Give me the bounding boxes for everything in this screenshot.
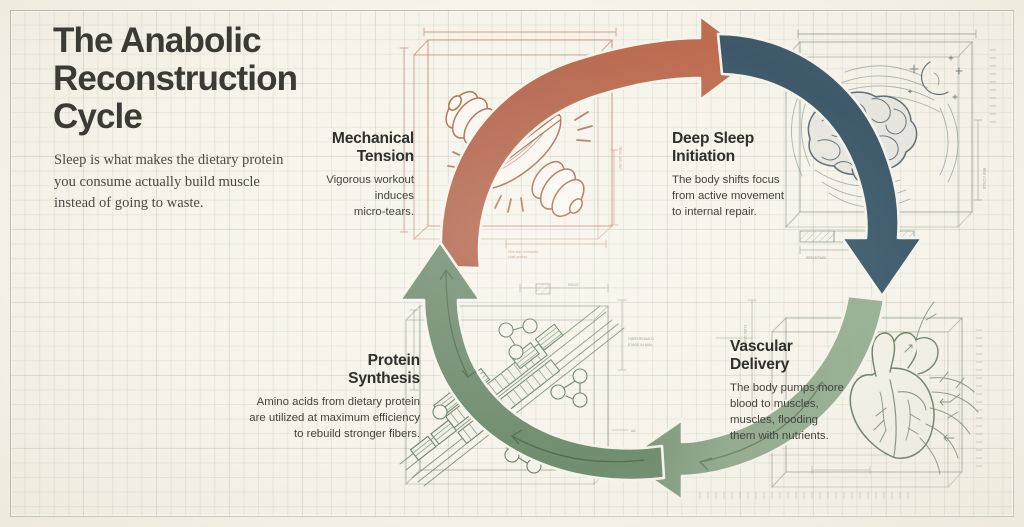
stage-body-line-2: blood to muscles, [730,397,819,410]
title-line-3: Cycle [53,97,143,137]
svg-text:STAGE 04 MAX: STAGE 04 MAX [628,343,653,347]
svg-text:AA: AA [631,429,636,433]
stage-body: Amino acids from dietary protein are uti… [214,394,420,443]
stage-body-line-1: Vigorous workout [326,173,414,186]
page-subtitle: Sleep is what makes the dietary protein … [54,152,284,212]
title-line-1: The Anabolic [53,21,262,60]
stage-heading-line-1: Deep Sleep [672,130,755,147]
svg-text:RIBOS: RIBOS [568,283,579,287]
stage-heading-line-1: Mechanical [331,130,414,147]
stage-heading-line-2: Tension [356,147,414,165]
stage-label-deep-sleep-initiation: Deep Sleep Initiation The body shifts fo… [672,130,854,220]
stage-heading: Vascular Delivery [730,338,916,374]
stage-heading-line-1: Protein [367,352,421,369]
stage-heading: Protein Synthesis [214,352,420,388]
stage-heading: Mechanical Tension [238,130,414,166]
svg-text:REM INTAKE: REM INTAKE [806,256,827,260]
svg-text:REM 4 CYCLE: REM 4 CYCLE [982,168,986,189]
stage-heading-line-1: Vascular [730,338,793,355]
svg-text:fibre tear contracted: fibre tear contracted [508,250,538,254]
stage-body-line-1: Amino acids from dietary protein [256,395,420,408]
stage-body: The body pumps more blood to muscles, mu… [730,380,916,445]
stage-body: The body shifts focus from active moveme… [672,172,854,221]
stage-body-line-3: to internal repair. [672,206,757,219]
poster-border [10,10,1014,517]
stage-label-protein-synthesis: Protein Synthesis Amino acids from dieta… [214,352,420,442]
cycle-arrow-protein-synthesis [398,240,666,482]
stage-body: Vigorous workout induces micro-tears. [238,172,414,221]
stage-label-mechanical-tension: Mechanical Tension Vigorous workout indu… [238,130,414,220]
page-title: The Anabolic Reconstruction Cycle [53,21,353,137]
stage-body-line-2: are utilized at maximum efficiency [249,411,420,424]
stage-body-line-3: to rebuild stronger fibers. [294,428,420,441]
stage-label-vascular-delivery: Vascular Delivery The body pumps more bl… [730,338,916,445]
stage-body-line-4: them with nutrients. [730,430,829,443]
svg-text:TENS. 180 UNIT: TENS. 180 UNIT [618,146,622,170]
svg-text:FLOW 120/80: FLOW 120/80 [743,325,747,345]
stage-heading: Deep Sleep Initiation [672,130,854,166]
svg-text:FIBER REBUILD: FIBER REBUILD [628,337,654,341]
illustration-heart-vascular [845,301,979,475]
technical-frame-sleep: REM 4 CYCLE REM INTAKE [785,29,997,260]
stage-body-line-3: micro-tears. [353,206,414,219]
svg-text:shaft section: shaft section [508,255,527,259]
stage-body-line-1: The body pumps more [730,381,844,394]
stage-body-line-3: muscles, flooding [730,414,819,427]
cycle-arrow-deep-sleep [716,32,924,298]
stage-heading-line-2: Synthesis [348,369,420,387]
stage-body-line-1: The body shifts focus [672,173,780,186]
stage-body-line-2: induces [374,189,414,202]
stage-heading-line-2: Initiation [672,147,735,165]
stage-heading-line-2: Delivery [730,355,790,373]
title-line-2: Reconstruction [53,59,298,99]
stage-body-line-2: from active movement [672,189,785,202]
